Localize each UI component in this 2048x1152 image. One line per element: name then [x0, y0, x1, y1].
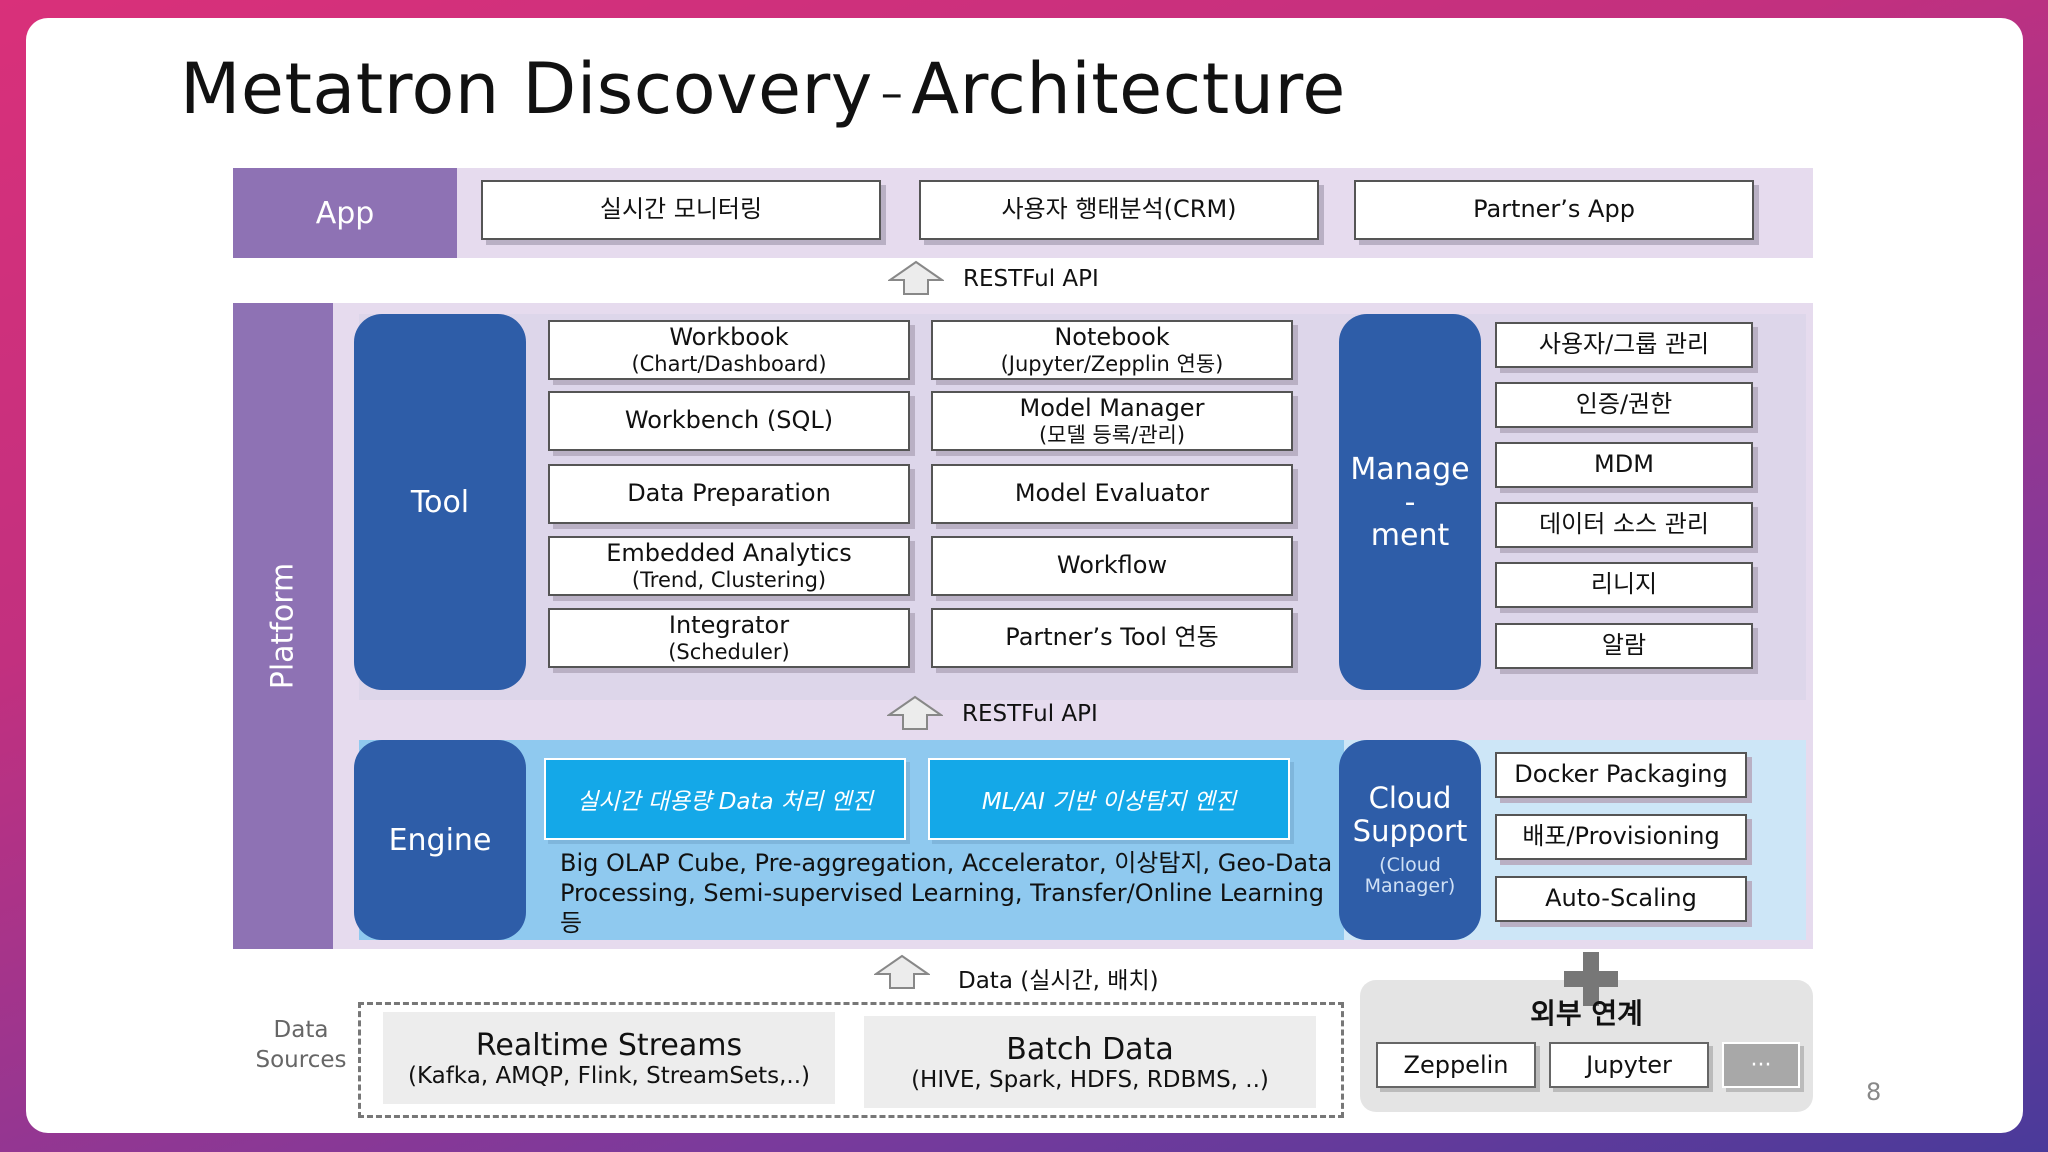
- tool-tile: Tool: [354, 314, 526, 690]
- tool-item-integrator: Integrator(Scheduler): [548, 608, 910, 668]
- tool-item-notebook: Notebook(Jupyter/Zepplin 연동): [931, 320, 1293, 380]
- mgmt-item-lineage: 리니지: [1495, 562, 1753, 608]
- tool-item-workflow: Workflow: [931, 536, 1293, 596]
- up-arrow-icon: [888, 260, 944, 295]
- platform-label: Platform: [233, 303, 333, 949]
- data-label: Data (실시간, 배치): [958, 968, 1159, 994]
- management-tile: Manage-ment: [1339, 314, 1481, 690]
- plus-icon: [1564, 952, 1618, 1006]
- external-item-jupyter: Jupyter: [1549, 1042, 1709, 1088]
- up-arrow-icon: [887, 695, 943, 730]
- app-label: App: [233, 168, 457, 258]
- slide: Metatron Discovery–Architecture App 실시간 …: [26, 18, 2023, 1133]
- engine-box-realtime: 실시간 대용량 Data 처리 엔진: [544, 758, 906, 840]
- title-main: Metatron Discovery: [180, 48, 873, 130]
- tool-item-data-preparation: Data Preparation: [548, 464, 910, 524]
- tool-item-embedded-analytics: Embedded Analytics(Trend, Clustering): [548, 536, 910, 596]
- restful-api-label-top: RESTFul API: [963, 266, 1099, 292]
- tool-item-workbook: Workbook(Chart/Dashboard): [548, 320, 910, 380]
- external-title: 외부 연계: [1530, 997, 1643, 1030]
- engine-tile: Engine: [354, 740, 526, 940]
- up-arrow-icon: [874, 954, 930, 989]
- tool-item-partner-tool: Partner’s Tool 연동: [931, 608, 1293, 668]
- mgmt-item-datasource: 데이터 소스 관리: [1495, 502, 1753, 548]
- mgmt-item-user-group: 사용자/그룹 관리: [1495, 322, 1753, 368]
- mgmt-item-alarm: 알람: [1495, 623, 1753, 669]
- tool-item-workbench: Workbench (SQL): [548, 391, 910, 451]
- cloud-item-provisioning: 배포/Provisioning: [1495, 814, 1747, 860]
- cloud-item-autoscaling: Auto-Scaling: [1495, 876, 1747, 922]
- title-sub: Architecture: [911, 48, 1346, 130]
- tool-item-model-evaluator: Model Evaluator: [931, 464, 1293, 524]
- cloud-tile: Cloud Support (Cloud Manager): [1339, 740, 1481, 940]
- platform-label-text: Platform: [265, 562, 301, 690]
- app-item-partner-app: Partner’s App: [1354, 180, 1754, 240]
- engine-description: Big OLAP Cube, Pre-aggregation, Accelera…: [560, 849, 1333, 937]
- restful-api-label-middle: RESTFul API: [962, 701, 1098, 727]
- page-number: 8: [1866, 1078, 1882, 1106]
- app-item-realtime-monitoring: 실시간 모니터링: [481, 180, 881, 240]
- cloud-item-docker: Docker Packaging: [1495, 752, 1747, 798]
- external-more: ···: [1722, 1042, 1800, 1088]
- title-separator: –: [880, 68, 904, 120]
- tool-item-model-manager: Model Manager(모델 등록/관리): [931, 391, 1293, 451]
- engine-box-ml-ai: ML/AI 기반 이상탐지 엔진: [928, 758, 1290, 840]
- batch-data-box: Batch Data (HIVE, Spark, HDFS, RDBMS, ..…: [864, 1016, 1316, 1108]
- app-item-crm: 사용자 행태분석(CRM): [919, 180, 1319, 240]
- page-title: Metatron Discovery–Architecture: [180, 48, 1346, 130]
- mgmt-item-mdm: MDM: [1495, 442, 1753, 488]
- mgmt-item-auth: 인증/권한: [1495, 382, 1753, 428]
- realtime-streams-box: Realtime Streams (Kafka, AMQP, Flink, St…: [383, 1012, 835, 1104]
- external-item-zeppelin: Zeppelin: [1376, 1042, 1536, 1088]
